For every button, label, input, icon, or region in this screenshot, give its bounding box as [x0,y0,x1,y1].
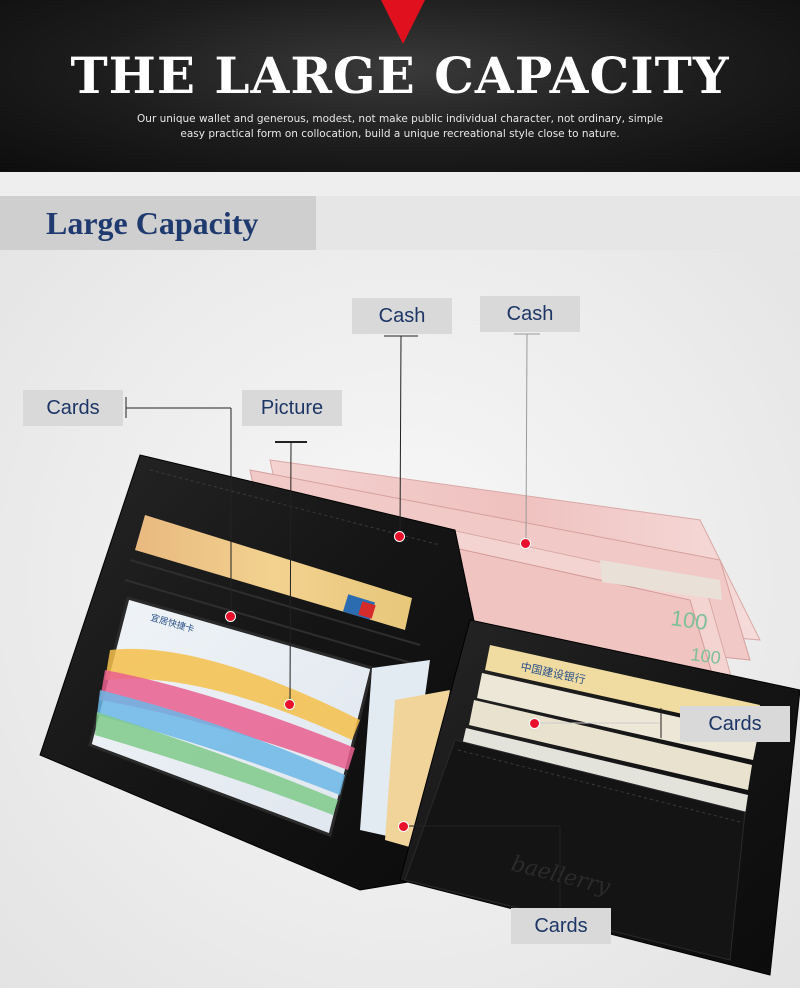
hero-banner: THE LARGE CAPACITY Our unique wallet and… [0,0,800,172]
callout-picture: Picture [242,390,342,426]
callout-cash-2: Cash [480,296,580,332]
section-label-box [0,196,316,250]
marker-cash-1 [394,531,405,542]
section-title: Large Capacity [46,205,259,241]
wallet-illustration: 100 100 宜居快捷卡 中国建设银行 baellerry [39,454,800,976]
banner-title: THE LARGE CAPACITY [70,46,730,105]
banner-description: Our unique wallet and generous, modest, … [137,113,663,140]
banknote-value: 100 [669,605,709,635]
banknote-value-2: 100 [689,644,722,668]
down-arrow-icon [381,0,425,44]
gold-card-left [135,515,412,630]
callout-cards-right: Cards [680,706,790,742]
callout-cards-left: Cards [23,390,123,426]
marker-cards-bottom [398,821,409,832]
callout-cash-1: Cash [352,298,452,334]
marker-cards-right [529,718,540,729]
callout-cards-bottom: Cards [511,908,611,944]
marker-picture [284,699,295,710]
marker-cash-2 [520,538,531,549]
marker-cards-left [225,611,236,622]
